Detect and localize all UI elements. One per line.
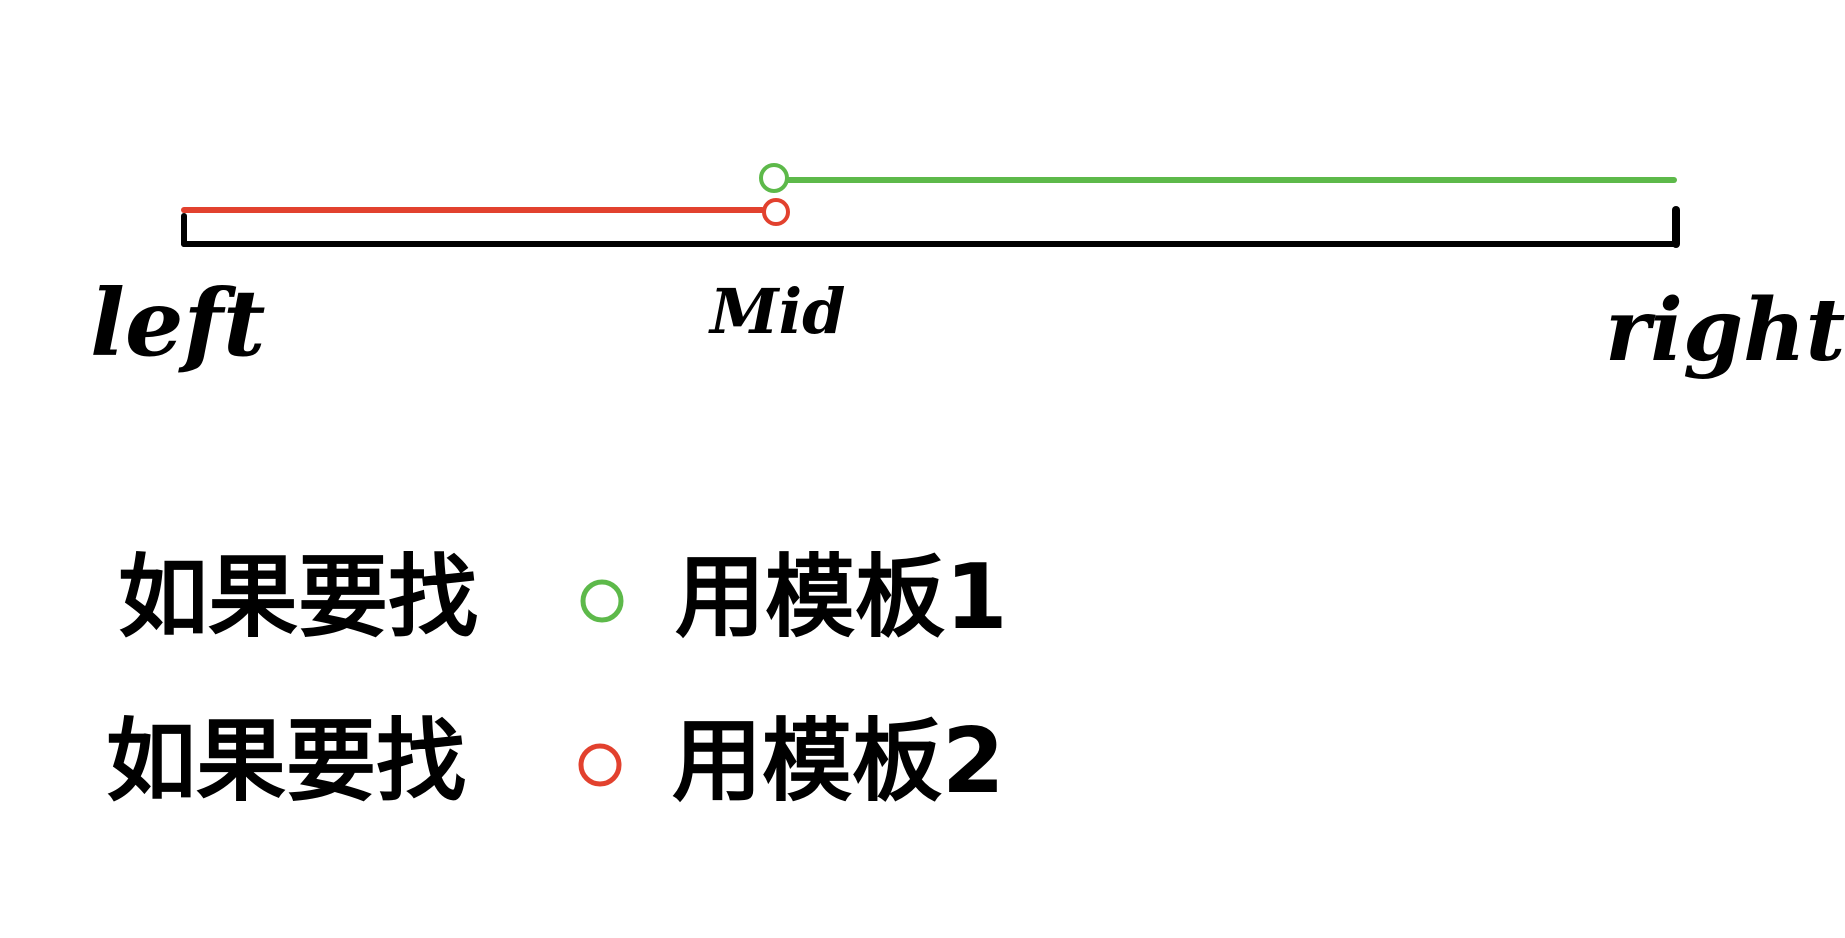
label-right: right: [1605, 280, 1845, 381]
green-open-circle-icon: [759, 163, 789, 193]
red-open-circle-icon: [762, 198, 790, 226]
lower-segment: [181, 198, 790, 226]
legend-row-1: 如果要找 用模板1: [118, 545, 1008, 650]
label-left: left: [90, 269, 266, 377]
label-mid: Mid: [708, 275, 846, 348]
legend-row-2-prefix: 如果要找: [106, 709, 466, 814]
legend-red-circle-icon: [578, 743, 622, 787]
legend-row-2-suffix: 用模板2: [672, 709, 1005, 814]
legend-row-1-prefix: 如果要找: [118, 545, 478, 650]
axis: [181, 206, 1680, 248]
legend-row-2: 如果要找 用模板2: [106, 709, 1005, 814]
legend-green-circle-icon: [580, 579, 624, 623]
upper-segment: [759, 163, 1677, 193]
legend-row-1-suffix: 用模板1: [675, 545, 1008, 650]
